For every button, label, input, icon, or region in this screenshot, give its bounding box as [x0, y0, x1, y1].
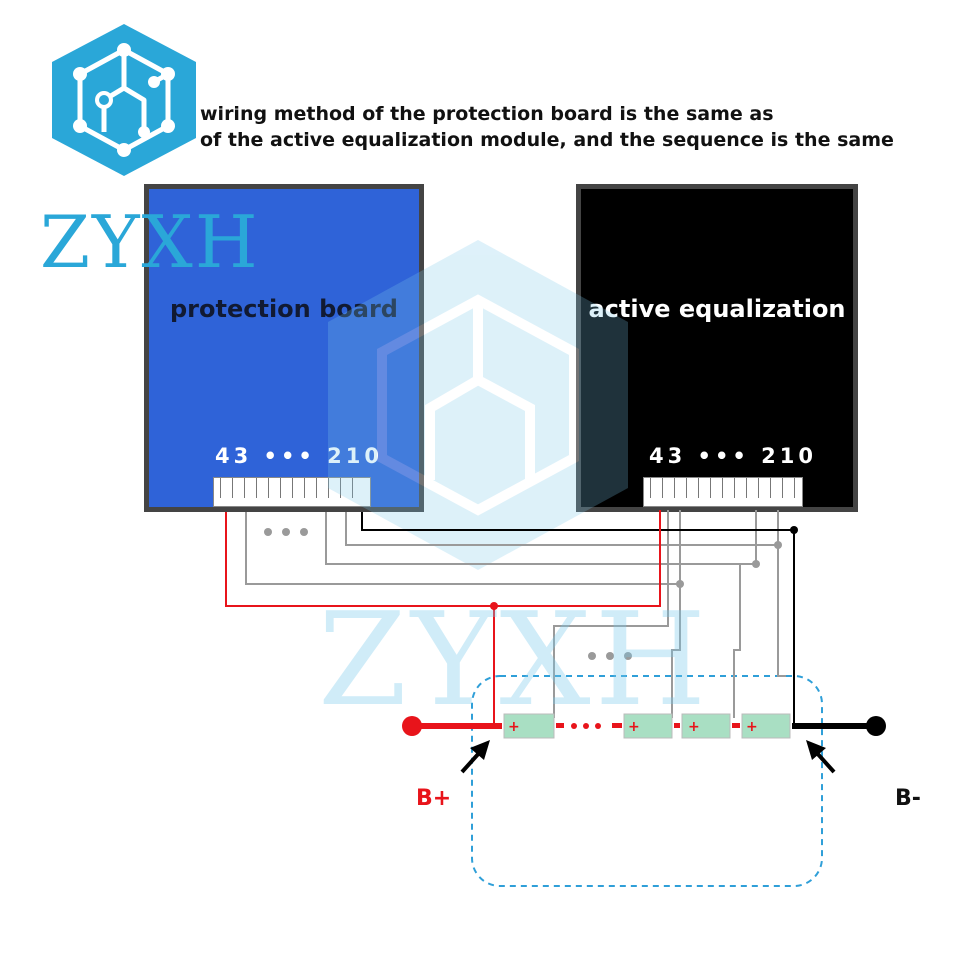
cell-plus-4: +	[746, 719, 758, 735]
protection-board-connector	[213, 477, 371, 507]
wire-ellipsis-mid	[588, 652, 632, 660]
battery-cells	[503, 713, 791, 739]
cell-plus-3: +	[688, 719, 700, 735]
wire-ellipsis-top	[264, 528, 308, 536]
battery-pack-outline	[471, 675, 823, 887]
positive-arrow	[460, 740, 490, 774]
protection-board-pin-labels: 43 ••• 210	[215, 444, 383, 468]
positive-terminal	[402, 716, 422, 736]
watermark-logo	[328, 240, 628, 570]
cell-plus-1: +	[508, 719, 520, 735]
equalization-board-title: active equalization	[588, 295, 846, 323]
header-line-2: of the active equalization module, and t…	[200, 129, 894, 151]
protection-board-title: protection board	[170, 295, 398, 323]
negative-arrow	[806, 740, 836, 774]
negative-wire	[361, 512, 795, 726]
signal-wires	[245, 510, 786, 718]
equalization-board-connector	[643, 477, 803, 507]
equalization-board-pin-labels: 43 ••• 210	[649, 444, 817, 468]
watermark-text: ZYXH	[318, 586, 711, 735]
zyxh-logo	[52, 24, 196, 176]
negative-terminal	[866, 716, 886, 736]
negative-terminal-label: B-	[895, 786, 921, 811]
positive-terminal-label: B+	[416, 786, 452, 811]
positive-wire	[225, 510, 661, 607]
logo-hexagon	[52, 24, 196, 176]
header-line-1: wiring method of the protection board is…	[200, 103, 774, 125]
protection-board: protection board 43 ••• 210	[144, 184, 424, 512]
cell-plus-2: +	[628, 719, 640, 735]
brand-text: ZYXH	[40, 200, 260, 284]
equalization-board: active equalization 43 ••• 210	[576, 184, 858, 512]
